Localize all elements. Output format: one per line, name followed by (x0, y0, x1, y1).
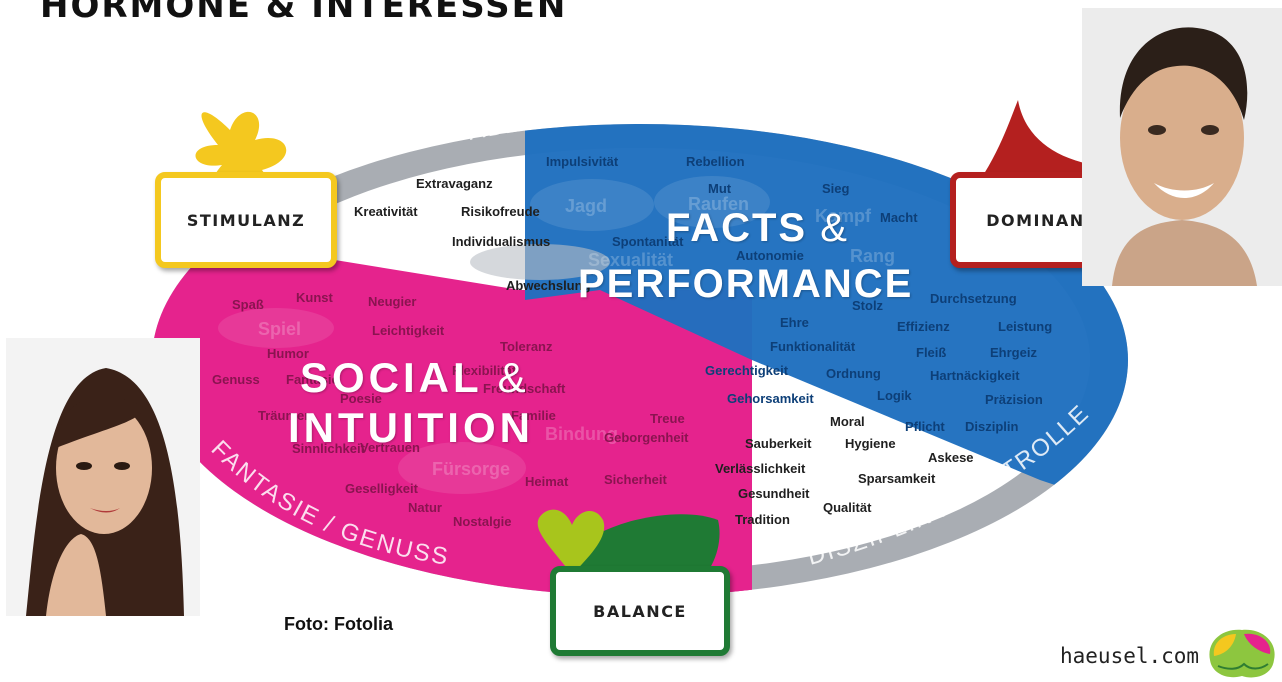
value-word: Toleranz (500, 339, 553, 354)
ghost-blob-2 (654, 176, 770, 228)
ghost-word-fuersorge: Fürsorge (432, 459, 510, 479)
value-word: Sieg (822, 181, 850, 196)
value-word: Gerechtigkeit (705, 363, 789, 378)
value-word: Abwechslung (506, 278, 591, 293)
value-word: Sicherheit (604, 472, 668, 487)
value-word: Treue (650, 411, 685, 426)
value-word: Askese (928, 450, 974, 465)
value-word: Natur (408, 500, 442, 515)
value-word: Sauberkeit (745, 436, 812, 451)
value-word: Pflicht (905, 419, 945, 434)
balance-badge: BALANCE (550, 566, 730, 656)
ghost-word-bindung: Bindung (545, 424, 618, 444)
value-word: Spontanität (612, 234, 684, 249)
photo-credit: Foto: Fotolia (284, 614, 393, 634)
ghost-word-spiel: Spiel (258, 319, 301, 339)
value-word: Qualität (823, 500, 872, 515)
value-word: Nostalgie (453, 514, 512, 529)
value-word: Gehorsamkeit (727, 391, 814, 406)
value-word: Ordnung (826, 366, 881, 381)
value-word: Extravaganz (416, 176, 493, 191)
value-word: Humor (267, 346, 309, 361)
intuition-heading: INTUITION (288, 404, 534, 451)
woman-portrait-image (6, 338, 200, 616)
value-word: Genuss (212, 372, 260, 387)
value-word: Leistung (998, 319, 1052, 334)
ghost-word-rang: Rang (850, 246, 895, 266)
performance-heading: PERFORMANCE (578, 262, 914, 306)
social-ampersand: & (497, 354, 530, 401)
value-word: Mut (708, 181, 732, 196)
value-word: Tradition (735, 512, 790, 527)
social-word: SOCIAL (300, 354, 482, 401)
value-word: Durchsetzung (930, 291, 1017, 306)
value-word: Träumen (258, 408, 312, 423)
value-word: Disziplin (965, 419, 1019, 434)
value-word: Verlässlichkeit (715, 461, 806, 476)
value-word: Autonomie (736, 248, 804, 263)
value-word: Spaß (232, 297, 264, 312)
value-word: Moral (830, 414, 865, 429)
ghost-blob-1 (530, 179, 654, 231)
value-word: Familie (511, 408, 556, 423)
value-word: Leichtigkeit (372, 323, 445, 338)
value-word: Gesundheit (738, 486, 810, 501)
value-word: Geselligkeit (345, 481, 419, 496)
value-word: Kreativität (354, 204, 418, 219)
value-word: Effizienz (897, 319, 950, 334)
facts-word: FACTS (666, 206, 808, 250)
value-word: Geborgenheit (604, 430, 689, 445)
value-word: Freundschaft (483, 381, 566, 396)
ghost-word-jagd: Jagd (565, 196, 607, 216)
value-word: Fantasie (286, 372, 339, 387)
value-word: Rebellion (686, 154, 745, 169)
value-word: Heimat (525, 474, 569, 489)
ghost-blob-3 (218, 308, 334, 348)
value-word: Stolz (852, 298, 884, 313)
value-word: Hygiene (845, 436, 896, 451)
man-portrait-image (1082, 8, 1282, 286)
value-word: Sinnlichkeit (292, 441, 366, 456)
brain-logo-icon (1209, 629, 1275, 678)
balance-heart-icon (537, 509, 605, 575)
value-word: Poesie (340, 391, 382, 406)
ghost-word-kampf: Kampf (815, 206, 872, 226)
value-word: Funktionalität (770, 339, 856, 354)
ghost-blob-4 (398, 442, 526, 494)
value-word: Fleiß (916, 345, 946, 360)
brand-name[interactable]: haeusel.com (1060, 644, 1200, 668)
value-word: Individualismus (452, 234, 550, 249)
value-word: Ehre (780, 315, 809, 330)
page-title: HORMONE & INTERESSEN (40, 0, 568, 26)
facts-heading: FACTS & (666, 206, 849, 251)
value-word: Neugier (368, 294, 416, 309)
value-word: Flexibilität (452, 363, 517, 378)
facts-ampersand: & (820, 206, 849, 250)
value-word: Hartnäckigkeit (930, 368, 1020, 383)
stimulanz-badge: STIMULANZ (155, 172, 337, 268)
value-word: Kunst (296, 290, 334, 305)
value-word: Vertrauen (360, 440, 420, 455)
ghost-word-sexualitaet: Sexualität (588, 250, 673, 270)
value-word: Ehrgeiz (990, 345, 1037, 360)
value-word: Logik (877, 388, 912, 403)
value-word: Risikofreude (461, 204, 540, 219)
value-word: Macht (880, 210, 918, 225)
social-heading: SOCIAL & (300, 354, 530, 402)
value-word: Präzision (985, 392, 1043, 407)
ghost-word-raufen: Raufen (688, 194, 749, 214)
value-word: Impulsivität (546, 154, 619, 169)
value-word: Sparsamkeit (858, 471, 936, 486)
ghost-blob-5 (470, 244, 610, 280)
